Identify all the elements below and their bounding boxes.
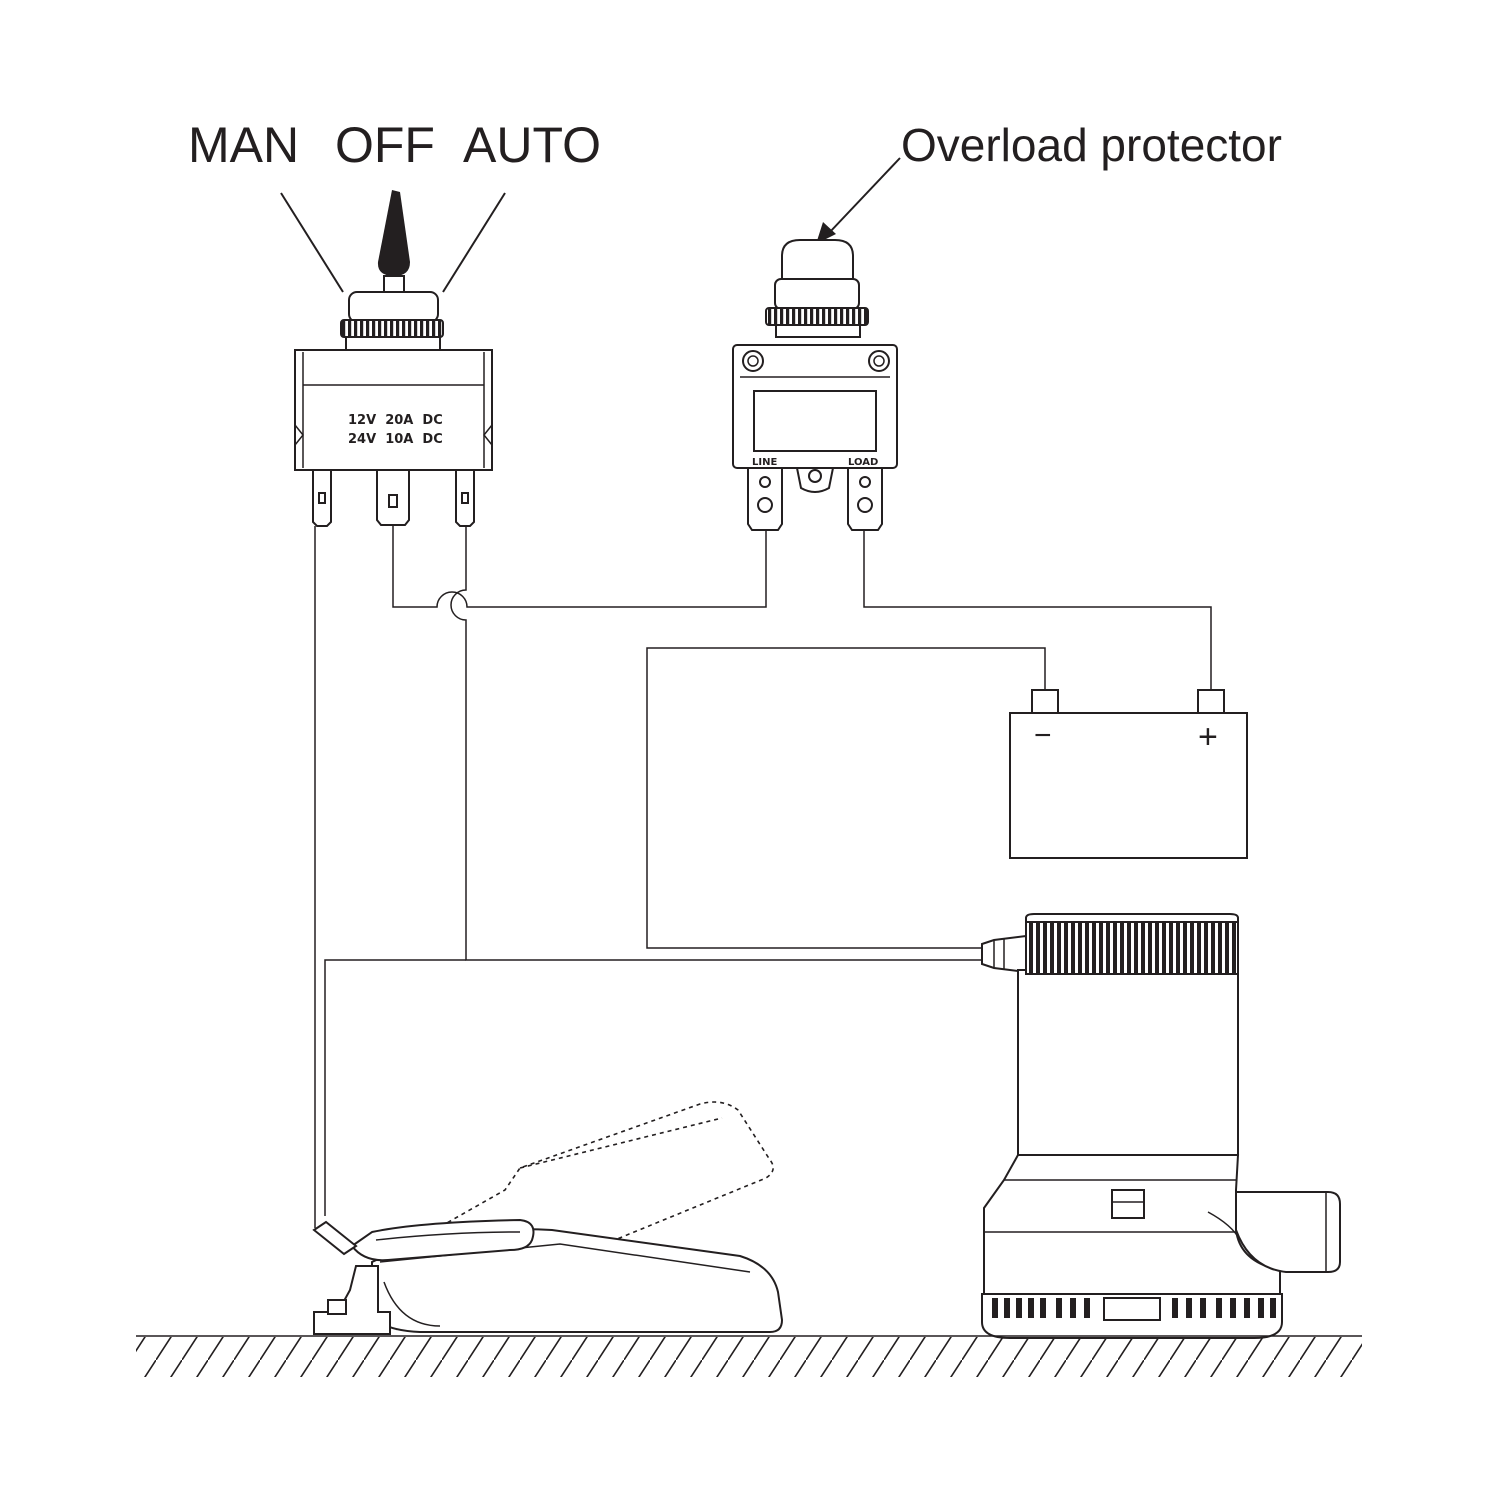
toggle-switch: MAN OFF AUTO 12V 20A DC 24V 10A DC [188,117,601,527]
pump-outlet [1235,1191,1341,1273]
switch-bushing [348,291,439,323]
protector-nut [765,307,869,326]
switch-nut [340,319,444,338]
switch-lever [377,190,410,276]
protector-button [781,239,854,280]
pump-knurled-cap [1025,921,1239,975]
switch-rating-line-1: 12V 20A DC [348,413,443,428]
protector-button-base [774,278,860,310]
pump-motor-housing [1017,969,1239,1156]
switch-terminal-right-hole [461,492,469,504]
switch-clip-left [294,424,304,446]
protector-window [753,390,877,452]
pointer-line-man [280,192,344,293]
protector-terminal-load-hole-2 [857,497,873,513]
switch-rating-line-2: 24V 10A DC [348,432,443,447]
protector-pointer-line [828,157,901,234]
protector-screw-left-inner [747,355,759,367]
protector-screw-right [868,350,890,372]
battery-terminal-positive [1197,689,1225,714]
protector-terminal-load-label: LOAD [848,457,878,468]
battery-negative-sign: − [1034,719,1052,752]
ground [136,1335,1362,1377]
wire-battery-negative-to-pump [646,647,1046,949]
protector-terminal-load-hole-1 [859,476,871,488]
float-bracket-tab [327,1299,347,1315]
wiring [314,525,1212,1228]
float-base-body-line [383,1281,441,1327]
battery: − + [1009,689,1248,859]
battery-terminal-negative [1031,689,1059,714]
ground-hatching [136,1337,1362,1377]
bilge-pump [981,913,1341,1339]
switch-label-auto: AUTO [463,117,601,173]
protector-label: Overload protector [901,119,1282,171]
pump-latch [1111,1189,1145,1219]
pump-outlet-curve [1207,1211,1241,1241]
switch-terminal-center-hole [388,494,398,508]
switch-body [294,349,493,471]
switch-label-off: OFF [335,117,435,173]
wire-switch-auto-to-pump [450,526,982,961]
protector-mount-hole [808,469,822,483]
switch-lever-stem [383,275,405,293]
float-switch [312,1101,784,1335]
wire-switch-to-protector-line [392,525,767,608]
battery-positive-sign: + [1198,718,1218,756]
switch-terminal-left-hole [318,492,326,504]
wire-auto-to-float-switch [324,959,466,1216]
float-arm-raised [377,1101,774,1331]
float-arm-lowered [350,1218,535,1262]
pointer-line-auto [442,192,506,293]
switch-collar [345,336,441,351]
protector-collar [775,324,861,338]
float-bracket [313,1265,391,1335]
float-wire-entry [312,1220,358,1256]
protector-screw-left [742,350,764,372]
switch-clip-right [483,424,493,446]
protector-pointer-arrowhead [816,222,836,244]
pump-strainer-slots [992,1297,1276,1321]
pump-cap-top [1025,913,1239,923]
protector-terminal-line-hole-2 [757,497,773,513]
wire-protector-load-to-battery-positive [863,530,1212,690]
protector-screw-right-inner [873,355,885,367]
switch-label-man: MAN [188,117,299,173]
float-arm-lowered-line [375,1231,521,1241]
protector-terminal-line-hole-1 [759,476,771,488]
battery-body [1009,712,1248,859]
protector-terminal-line-label: LINE [752,457,777,468]
float-arm-raised-inner [519,1117,723,1169]
overload-protector: Overload protector LINE LOAD [732,119,1282,531]
